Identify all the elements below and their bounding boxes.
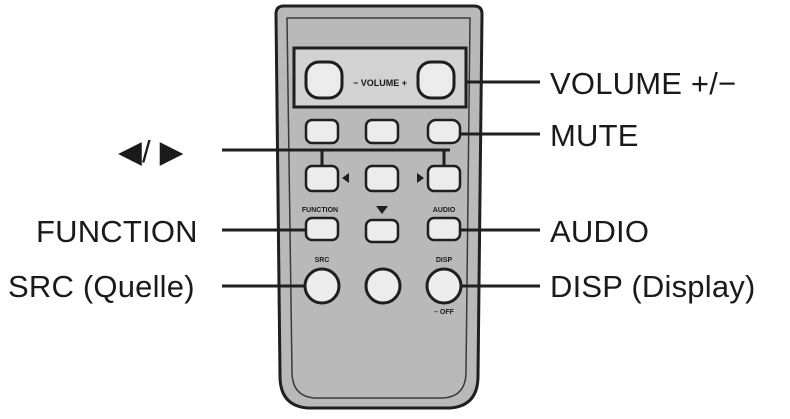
small-left-arrow-icon <box>342 173 349 183</box>
src-button <box>303 267 341 305</box>
audio-button <box>426 216 462 242</box>
mute-button <box>426 118 462 145</box>
disp-off-label: – OFF <box>434 309 455 316</box>
volume-callout-label: VOLUME +/− <box>550 66 737 101</box>
volume-button-label: − VOLUME + <box>353 78 407 88</box>
disp-button-label: DISP <box>436 257 453 264</box>
center-arrow-row-button <box>364 164 400 193</box>
down-button <box>364 218 400 244</box>
volume-up-button <box>416 60 456 100</box>
left-arrow-button <box>304 164 340 193</box>
remote-button-center-row2 <box>364 118 400 145</box>
disp-button <box>425 267 463 305</box>
mute-callout-label: MUTE <box>550 118 639 153</box>
audio-callout-label: AUDIO <box>550 214 650 249</box>
src-button-label: SRC <box>315 257 330 264</box>
function-callout-label: FUNCTION <box>36 214 198 249</box>
disp-callout-label: DISP (Display) <box>550 269 756 304</box>
volume-down-button <box>304 60 344 100</box>
right-arrow-button <box>426 164 462 193</box>
remote-inner-outline <box>286 17 471 399</box>
small-down-arrow-icon <box>376 206 388 214</box>
small-right-arrow-icon <box>417 173 424 183</box>
function-button <box>304 216 340 242</box>
arrows-callout-label: ◀/ ▶ <box>118 134 184 169</box>
audio-button-label: AUDIO <box>433 207 456 214</box>
middle-round-button <box>364 267 402 305</box>
function-button-label: FUNCTION <box>302 207 338 214</box>
src-callout-label: SRC (Quelle) <box>8 269 195 304</box>
remote-button-left-row2 <box>304 118 340 145</box>
